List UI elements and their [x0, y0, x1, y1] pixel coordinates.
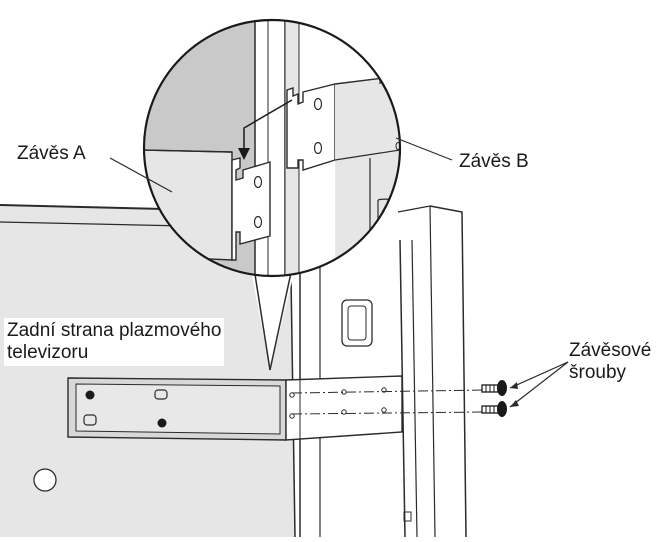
hinge-a-label: Závěs A	[17, 143, 86, 164]
hinge-bracket	[67, 375, 485, 441]
screws-leader-line	[509, 361, 569, 408]
hinge-a-leader-line	[109, 157, 173, 193]
tv-back-panel	[0, 204, 296, 538]
screws-leader-line	[509, 361, 569, 389]
hinge-screw	[481, 380, 507, 396]
hinge-screws-label: Závěsové šrouby	[566, 338, 654, 386]
magnified-detail-callout	[142, 18, 402, 371]
tv-back-label-line1: Zadní strana plazmového	[7, 320, 222, 341]
hook-direction-arrow	[243, 99, 293, 152]
hinge-b-label: Závěs B	[459, 151, 529, 172]
bracket-slot	[83, 414, 97, 426]
bracket-hole	[85, 390, 95, 400]
tv-panel-hole	[33, 468, 57, 492]
stand-slot	[341, 299, 373, 347]
stand-frame	[299, 205, 470, 538]
bracket-slot	[154, 389, 168, 400]
tv-back-label: Zadní strana plazmového televizoru	[4, 318, 225, 366]
hinge-screws-label-line2: šrouby	[569, 362, 627, 383]
hinge-screw	[481, 401, 507, 417]
bracket-hole	[157, 418, 167, 428]
screw-axis-line	[291, 389, 485, 394]
tv-back-label-line2: televizoru	[7, 342, 89, 363]
hinge-b-leader-line	[395, 137, 453, 161]
stand-small-hole	[403, 511, 412, 522]
screw-axis-line	[291, 411, 485, 415]
hinge-screws-label-line1: Závěsové	[569, 340, 652, 361]
